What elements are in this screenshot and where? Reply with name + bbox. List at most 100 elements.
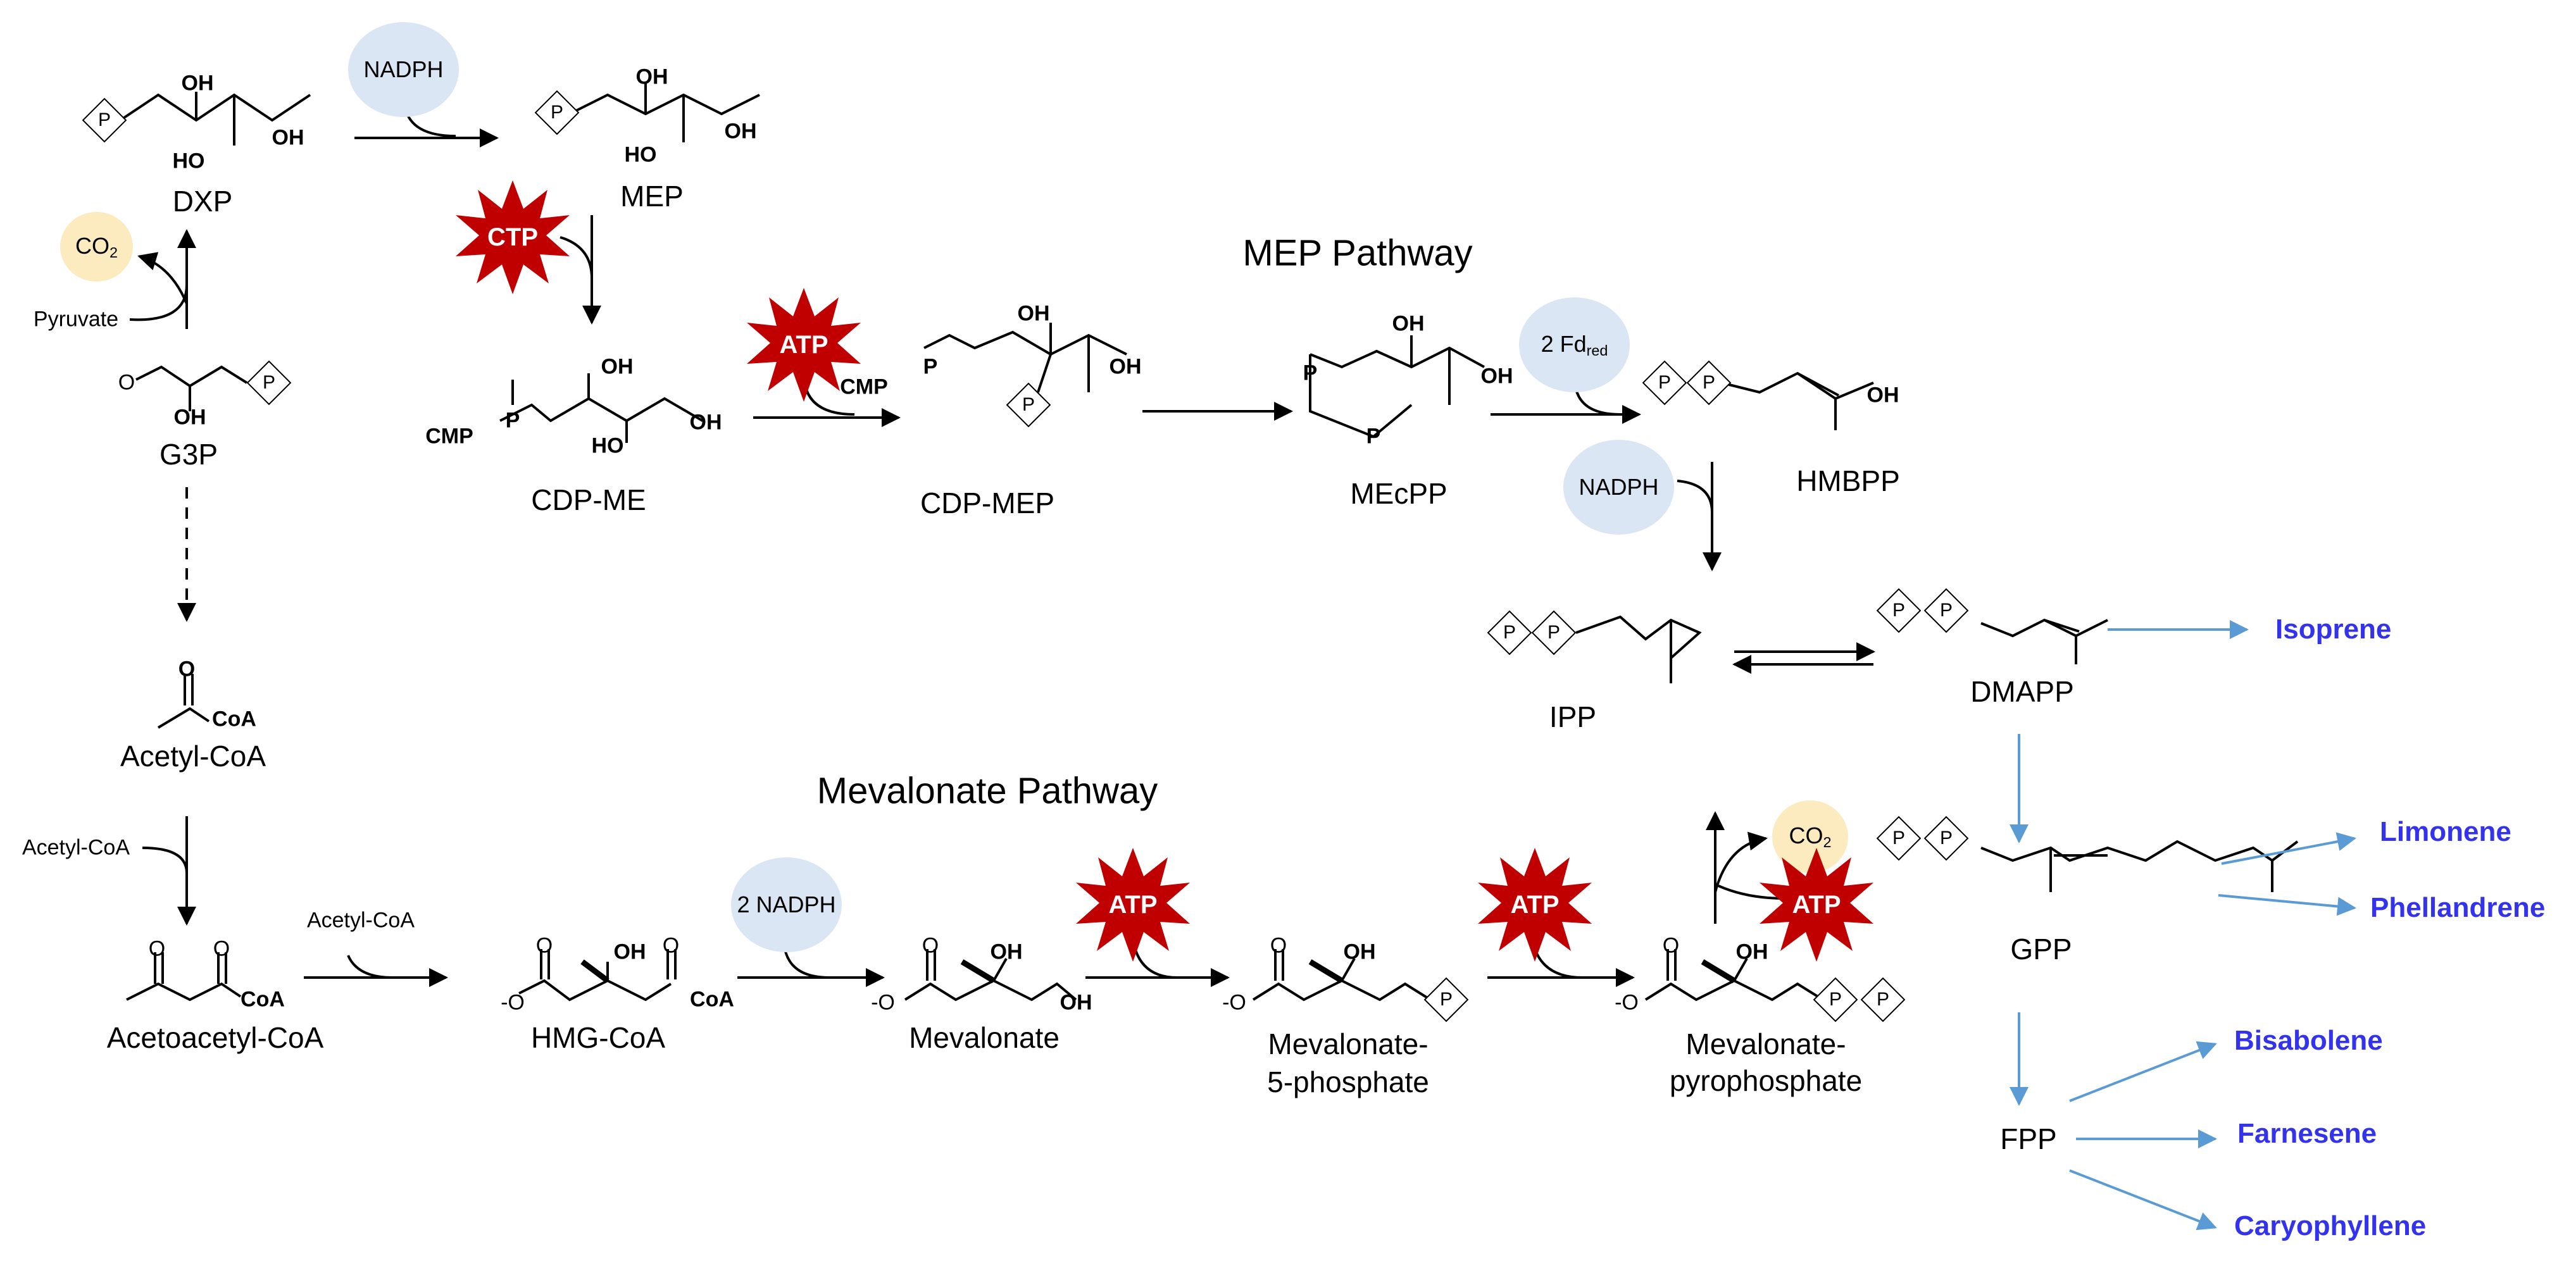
atom-ho: HO xyxy=(624,142,657,167)
mecpp-skeleton xyxy=(1310,346,1485,369)
atom-neg-o: -O xyxy=(501,990,525,1015)
phosphate-label: P xyxy=(1503,622,1516,643)
atp-burst: ATP xyxy=(1475,845,1595,965)
atom-o: O xyxy=(1270,933,1287,958)
atom-p: P xyxy=(923,354,938,379)
atom-oh: OH xyxy=(1392,311,1425,336)
phosphate-label: P xyxy=(550,102,563,123)
atp-label: ATP xyxy=(779,330,828,359)
arrow-gpp-to-limonene xyxy=(2221,832,2356,865)
phosphate-label: P xyxy=(1829,989,1842,1010)
atom-oh: OH xyxy=(1109,354,1142,379)
nadph-ellipse-hmbpp: NADPH xyxy=(1563,440,1674,535)
g3p-skeleton xyxy=(135,365,248,388)
atom-ho: HO xyxy=(591,433,624,458)
atom-o: O xyxy=(148,936,166,961)
atom-oh: OH xyxy=(601,354,634,379)
nadph4-curve xyxy=(784,948,830,979)
atom-oh: OH xyxy=(613,940,646,964)
atp-label: ATP xyxy=(1510,890,1560,919)
phosphate-label: P xyxy=(1876,989,1889,1010)
label-dmapp: DMAPP xyxy=(1970,675,2074,708)
fd-red-ellipse: 2 Fdred xyxy=(1519,297,1630,392)
nadph-label: NADPH xyxy=(1579,474,1659,500)
two-nadph-label: 2 NADPH xyxy=(737,891,836,917)
mevpp-skeleton xyxy=(1644,979,1824,1002)
label-mevalonate-pyrophosphate-line2: pyrophosphate xyxy=(1669,1064,1863,1097)
atom-oh: OH xyxy=(635,65,668,89)
atom-o: O xyxy=(922,933,939,958)
ipp-skeleton xyxy=(1575,615,1702,659)
product-phellandrene: Phellandrene xyxy=(2370,892,2546,923)
atp-burst: ATP xyxy=(1073,845,1193,965)
atom-o: O xyxy=(178,657,196,681)
phosphate-label: P xyxy=(1892,600,1905,621)
atom-oh: OH xyxy=(990,940,1023,964)
atom-cmp: CMP xyxy=(840,375,888,399)
label-acetyl-coa-side: Acetyl-CoA xyxy=(22,835,130,860)
nadph-ellipse: NADPH xyxy=(348,22,459,117)
atom-oh: OH xyxy=(1343,940,1376,964)
product-caryophyllene: Caryophyllene xyxy=(2234,1210,2427,1241)
acetoacetyl-coa-skeleton xyxy=(126,982,242,1002)
atom-oh: OH xyxy=(1735,940,1768,964)
atom-oh: OH xyxy=(181,71,214,96)
hmbpp-skeleton xyxy=(1721,371,1837,430)
label-ipp: IPP xyxy=(1549,700,1597,733)
co2-label: CO2 xyxy=(1789,823,1832,850)
phosphate-label: P xyxy=(1892,828,1905,848)
label-mevalonate-5-phosphate-line2: 5-phosphate xyxy=(1267,1065,1429,1098)
acetyl-coa-skeleton xyxy=(157,707,210,729)
atp-label: ATP xyxy=(1108,890,1158,919)
atom-coa: CoA xyxy=(241,987,285,1012)
label-mevalonate: Mevalonate xyxy=(909,1021,1060,1054)
atom-o: O xyxy=(535,933,553,958)
atom-p: P xyxy=(505,408,520,433)
atom-o: O xyxy=(662,933,680,958)
arrow-gpp-to-phellandrene xyxy=(2218,894,2356,916)
nadph3-curve xyxy=(1677,480,1713,513)
ctp-curve xyxy=(560,236,593,279)
atom-coa: CoA xyxy=(212,707,256,731)
cdp-mep-skeleton xyxy=(923,330,1127,356)
label-fpp: FPP xyxy=(2000,1122,2057,1155)
atom-neg-o: -O xyxy=(871,990,895,1015)
phosphate-label: P xyxy=(1658,372,1671,393)
pyruvate-curve xyxy=(129,284,188,321)
atom-neg-o: -O xyxy=(1222,990,1246,1015)
label-acetoacetyl-coa: Acetoacetyl-CoA xyxy=(106,1021,324,1054)
arrow-fpp-to-caryophyllene xyxy=(2069,1169,2217,1231)
label-acetyl-coa: Acetyl-CoA xyxy=(120,740,266,773)
product-isoprene: Isoprene xyxy=(2275,614,2392,645)
atom-o: O xyxy=(118,370,135,395)
atom-oh: OH xyxy=(1866,383,1899,407)
label-mevalonate-pyrophosphate-line1: Mevalonate- xyxy=(1685,1028,1846,1060)
atom-oh: OH xyxy=(1060,990,1092,1015)
phosphate-label: P xyxy=(1939,828,1953,848)
label-mevalonate-5-phosphate-line1: Mevalonate- xyxy=(1268,1028,1429,1060)
product-bisabolene: Bisabolene xyxy=(2234,1025,2383,1056)
atom-ho: HO xyxy=(172,149,205,173)
label-g3p: G3P xyxy=(159,438,218,471)
two-nadph-ellipse: 2 NADPH xyxy=(731,857,842,952)
phosphate-label: P xyxy=(1547,622,1560,643)
phosphate-label: P xyxy=(97,109,111,130)
product-limonene: Limonene xyxy=(2380,816,2511,847)
label-hmbpp: HMBPP xyxy=(1796,464,1900,497)
phosphate-label: P xyxy=(1939,600,1953,621)
co2-curve-right xyxy=(1714,831,1768,893)
mep-pathway-title: MEP Pathway xyxy=(1242,232,1473,274)
atom-oh: OH xyxy=(272,125,304,150)
atp-burst: ATP xyxy=(1756,845,1877,965)
phosphate-label: P xyxy=(262,372,275,393)
atp-burst: ATP xyxy=(744,285,864,405)
fd-red-label: 2 Fdred xyxy=(1541,330,1608,359)
acetylcoa-side2-curve xyxy=(347,955,393,979)
gpp-skeleton xyxy=(1980,840,2299,862)
co2-ellipse-right: CO2 xyxy=(1772,800,1848,873)
hmg-coa-skeleton xyxy=(518,979,672,1002)
mevalonate-skeleton xyxy=(904,979,1077,1002)
atom-oh: OH xyxy=(1480,364,1513,388)
mevalonate-pathway-title: Mevalonate Pathway xyxy=(816,770,1158,812)
atp-curve4 xyxy=(1718,885,1785,900)
